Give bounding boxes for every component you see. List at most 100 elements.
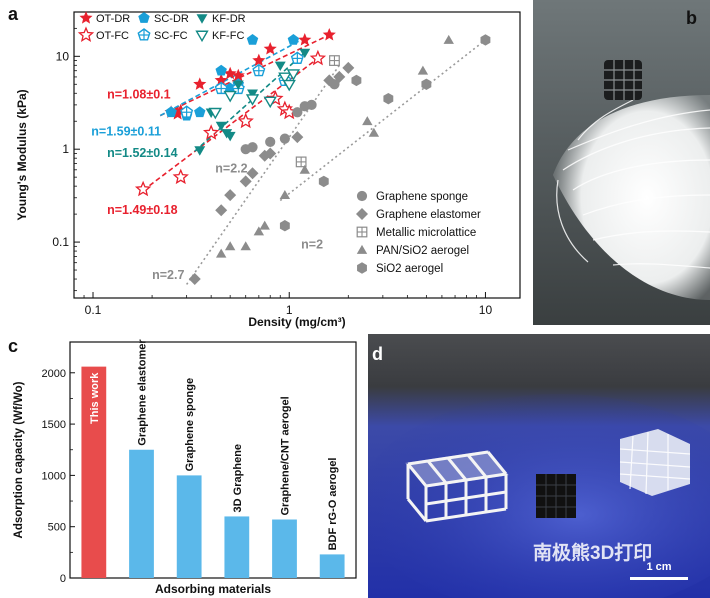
point-sio2-aerogel (351, 74, 362, 87)
point-sc-dr (215, 64, 227, 76)
point-graphene-elastomer (333, 70, 346, 83)
point-pan-sio2-aerogel (417, 65, 429, 75)
bar-graphene-elastomer (129, 449, 154, 578)
legend-marker-sc-dr (138, 12, 150, 23)
fit-line-6 (279, 39, 486, 202)
x-axis-label: Density (mg/cm³) (248, 315, 345, 329)
series-kf-dr (194, 48, 311, 156)
point-pan-sio2-aerogel (443, 34, 454, 44)
fit-line-2 (142, 57, 319, 192)
point-pan-sio2-aerogel (299, 164, 310, 174)
point-sc-dr (246, 33, 259, 45)
legend-label-sc-fc: SC-FC (154, 30, 188, 42)
point-kf-dr (274, 61, 286, 72)
point-kf-fc (208, 107, 222, 120)
point-kf-dr (215, 121, 227, 132)
point-sio2-aerogel (421, 78, 432, 90)
x-axis-label: Adsorbing materials (155, 582, 271, 596)
legend-label-kf-dr: KF-DR (212, 13, 246, 25)
point-pan-sio2-aerogel (253, 226, 265, 236)
legend-label-kf-fc: KF-FC (212, 30, 244, 42)
point-pan-sio2-aerogel (215, 248, 227, 258)
legend-label-pan-sio2-aerogel: PAN/SiO2 aerogel (376, 245, 469, 257)
legend-marker-pan-sio2-aerogel (356, 244, 368, 254)
point-ot-dr (298, 33, 312, 46)
point-graphene-elastomer (188, 273, 201, 286)
point-kf-fc (263, 96, 277, 109)
point-ot-dr (214, 73, 228, 87)
point-graphene-elastomer (246, 167, 259, 180)
fit-annotation: n=1.49±0.18 (107, 203, 178, 217)
point-pan-sio2-aerogel (240, 241, 251, 251)
legend-label-graphene-sponge: Graphene sponge (376, 191, 468, 203)
watermark-text: 南极熊3D打印 (533, 541, 652, 564)
fit-annotation: n=2.7 (152, 268, 184, 282)
panel-letter-c: c (8, 336, 19, 356)
panel-letter-b: b (686, 8, 697, 28)
scale-bar-label: 1 cm (646, 561, 671, 573)
point-ot-fc (309, 49, 327, 66)
minor-ticks (74, 27, 477, 298)
lattice-samples-photo: 1 cm 南极熊3D打印 (368, 334, 710, 598)
point-sc-dr (165, 106, 177, 118)
bar-this-work (81, 366, 107, 578)
bar-label-graphene-elastomer: Graphene elastomer (137, 339, 149, 446)
point-kf-fc (282, 79, 296, 92)
bar-label-graphene-cnt-aerogel: Graphene/CNT aerogel (280, 396, 292, 515)
x-tick-label: 10 (479, 303, 493, 317)
legend-marker-graphene-elastomer (356, 208, 368, 220)
series-sc-fc (180, 51, 304, 118)
point-graphene-elastomer (291, 131, 304, 144)
point-sio2-aerogel (383, 92, 394, 105)
data-points (134, 28, 491, 286)
lattice-cube-small (604, 60, 642, 100)
bar-graphene-sponge (176, 475, 202, 578)
y-tick-label: 0.1 (52, 235, 69, 249)
legend: OT-DR OT-FC SC-DR SC-FC KF-DR KF-FC Graphene s… (77, 11, 481, 275)
x-tick-label: 0.1 (85, 303, 102, 317)
series-sio2-aerogel (279, 34, 491, 232)
y-tick-label: 10 (56, 49, 70, 63)
feather-photo (533, 0, 710, 325)
point-kf-dr (224, 131, 236, 142)
point-ot-dr (322, 28, 336, 41)
point-pan-sio2-aerogel (368, 127, 380, 137)
point-graphene-elastomer (323, 74, 336, 87)
x-tick-label: 1 (286, 303, 293, 317)
bar-graphene-cnt-aerogel (272, 519, 297, 578)
y-tick-label: 1500 (42, 419, 66, 431)
bar-label-this-work: This work (89, 372, 101, 424)
plot-frame (69, 341, 357, 579)
series-metallic-microlattice (295, 55, 340, 168)
point-ot-fc (134, 180, 152, 197)
point-ot-fc (172, 168, 189, 185)
series-kf-fc (208, 69, 301, 120)
legend-marker-ot-dr (79, 11, 93, 24)
point-sc-dr (224, 82, 236, 94)
legend-label-sc-dr: SC-DR (154, 13, 189, 25)
y-axis-label: Adsorption capacity (Wf/Wo) (13, 381, 25, 538)
point-graphene-elastomer (264, 147, 277, 160)
point-graphene-sponge (292, 107, 303, 118)
fit-annotation: n=2 (301, 238, 323, 252)
fit-annotation: n=1.59±0.11 (91, 125, 161, 139)
point-sc-dr (194, 106, 206, 118)
black-lattice-cube (536, 474, 576, 518)
legend-label-ot-fc: OT-FC (96, 30, 129, 42)
legend-label-ot-dr: OT-DR (96, 13, 130, 25)
y-tick-label: 1000 (42, 470, 66, 482)
point-graphene-elastomer (215, 204, 228, 217)
point-pan-sio2-aerogel (279, 190, 291, 200)
series-ot-fc (134, 49, 327, 197)
point-graphene-elastomer (342, 61, 355, 74)
y-tick-label: 2000 (42, 368, 66, 380)
point-ot-dr (223, 66, 237, 80)
fit-annotation: n=1.52±0.14 (107, 146, 178, 160)
point-graphene-sponge (247, 142, 258, 153)
fit-annotation: n=2.2 (215, 162, 247, 176)
bar-bdf-rg-o-aerogel (319, 554, 345, 578)
plot-frame (73, 11, 521, 299)
point-pan-sio2-aerogel (362, 116, 373, 126)
white-lattice-bar (405, 450, 509, 523)
